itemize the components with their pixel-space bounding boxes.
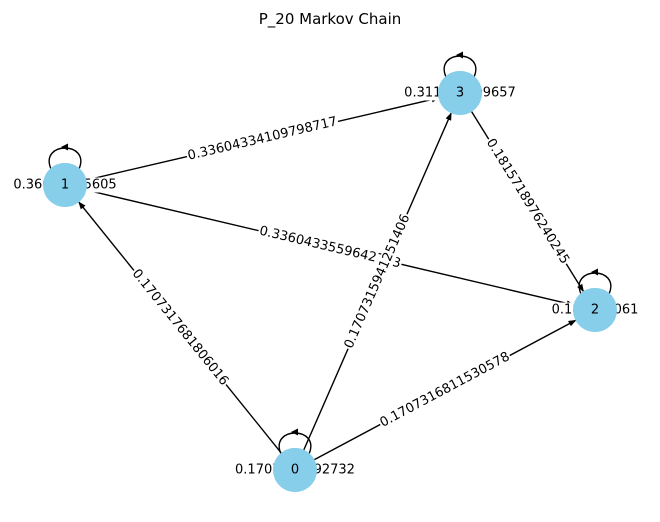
node-cover-2 [573,288,617,332]
edge-label-1-to-3-text: 0.33604334109798717 [186,114,338,163]
node-cover-1 [43,163,87,207]
edges-layer [78,96,584,461]
node-label-3: 3 [456,86,464,101]
self-loop-arrow-0 [291,428,298,436]
nodes-layer [43,71,617,492]
node-cover-3 [438,71,482,115]
edge-label-0-to-2: 0.1707316811530578 [376,348,514,432]
edge-label-1-to-3-bg [185,114,340,164]
node-label-1: 1 [61,178,69,193]
edge-label-3-to-2-bg [482,135,573,268]
edge-label-3-to-2-text: 0.1815718976240245 [483,136,572,267]
edge-label-0-to-3-text: 0.1707315941251406 [342,212,414,351]
edge-label-0-to-1: 0.1707317681806016 [128,265,232,390]
edge-label-1-to-2-bg [256,223,404,272]
edge-labels-layer: 0.336043341097987170.33604335596427330.1… [12,71,640,492]
node-label-2: 2 [591,303,599,318]
edge-label-3-to-2: 0.1815718976240245 [482,135,573,268]
node-cover-0 [273,448,317,492]
edge-label-1-to-3: 0.33604334109798717 [185,114,340,164]
edge-label-0-to-2-text: 0.1707316811530578 [378,349,513,430]
self-loop-arrow-2 [591,268,598,276]
edge-label-0-to-1-text: 0.1707317681806016 [129,266,232,388]
edge-label-0-to-2-bg [376,348,514,432]
edge-label-0-to-3-bg [341,211,414,352]
node-label-0: 0 [291,463,299,478]
self-loop-arrow-3 [456,51,463,59]
edge-label-0-to-3: 0.1707315941251406 [341,211,414,352]
self-loops-layer [48,51,612,455]
chart-title: P_20 Markov Chain [259,10,402,29]
self-loop-arrow-1 [61,143,68,151]
edge-label-0-to-1-bg [128,265,232,390]
